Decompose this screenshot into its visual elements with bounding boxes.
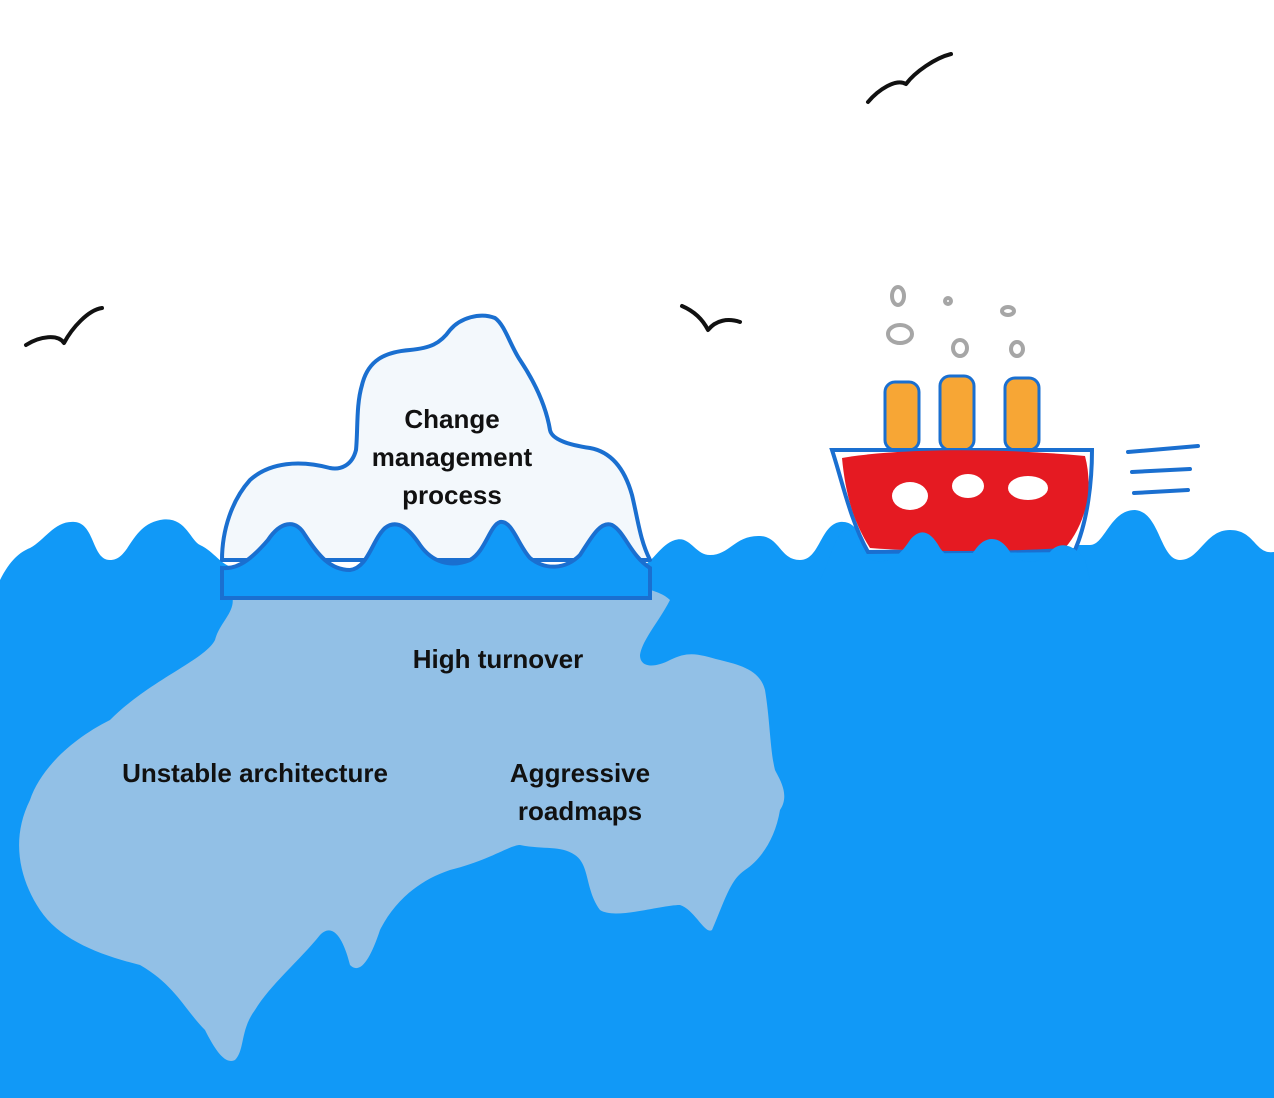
- bird-icon: [24, 306, 104, 347]
- ship-icon: [829, 374, 1095, 555]
- smoke-puff-icon: [886, 285, 1025, 358]
- iceberg-underwater: [19, 588, 785, 1061]
- speed-lines-icon: [1126, 444, 1200, 495]
- iceberg-tip: [220, 313, 652, 562]
- bird-icon: [866, 52, 953, 104]
- high-turnover-label: High turnover: [412, 644, 584, 674]
- aggressive-roadmaps-label: Aggressive roadmaps: [509, 758, 651, 826]
- bird-icon: [680, 304, 742, 332]
- iceberg-tip-label: Change management process: [371, 404, 533, 510]
- ship-waterline: [820, 529, 1090, 580]
- unstable-architecture-label: Unstable architecture: [122, 758, 388, 788]
- iceberg-waterline: [220, 520, 652, 600]
